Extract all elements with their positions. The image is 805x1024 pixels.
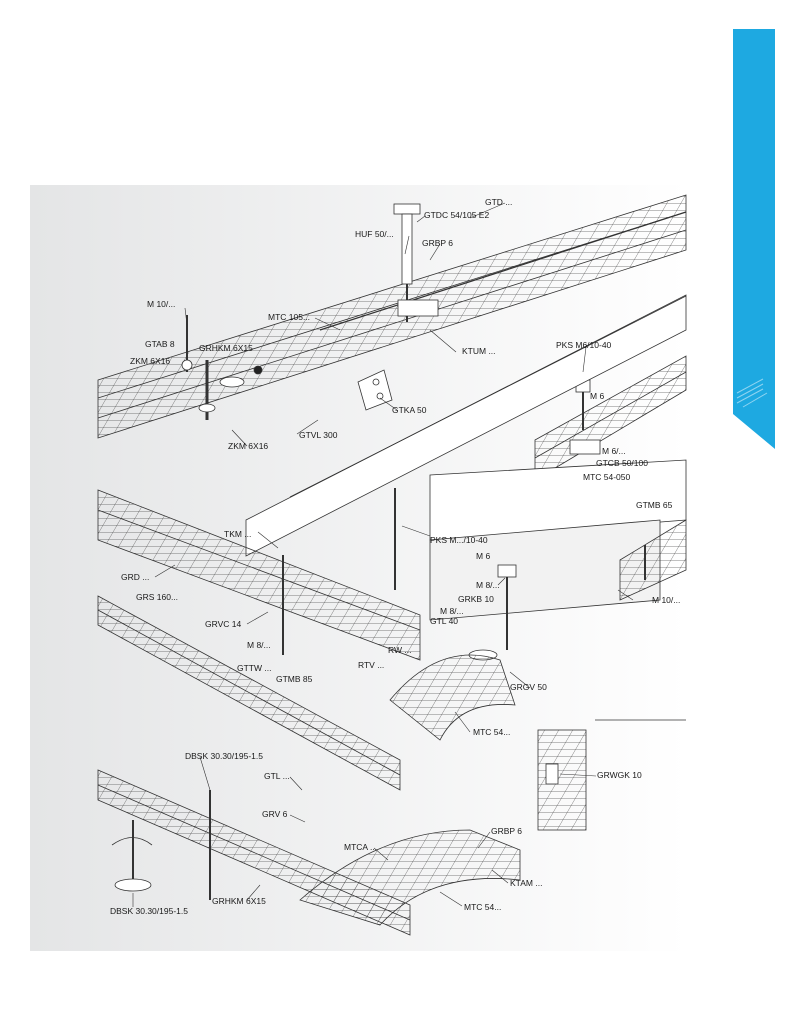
label-tkm: TKM ... xyxy=(224,529,252,539)
label-grhkm-top: GRHKM 6X15 xyxy=(199,343,253,353)
tray-right-short xyxy=(619,519,687,601)
label-m8-b: M 8/... xyxy=(440,606,464,616)
tray-left-lower xyxy=(97,595,401,791)
label-gtvl: GTVL 300 xyxy=(299,430,338,440)
label-pks-mid: PKS M.../10-40 xyxy=(430,535,488,545)
label-m6-dots: M 6/... xyxy=(602,446,626,456)
label-m6-right: M 6 xyxy=(590,391,605,401)
label-grhkm-bottom: GRHKM 6X15 xyxy=(212,896,266,906)
label-grvc: GRVC 14 xyxy=(205,619,242,629)
label-zkm-top: ZKM 6X16 xyxy=(130,356,171,366)
label-grbp-top: GRBP 6 xyxy=(422,238,454,248)
label-grwgk: GRWGK 10 xyxy=(597,770,642,780)
dbsk-posts xyxy=(111,790,211,900)
label-zkm-bottom: ZKM 6X16 xyxy=(228,441,269,451)
leader-lines xyxy=(132,202,634,907)
label-m8-c: M 8/... xyxy=(247,640,271,650)
label-gtmb65: GTMB 65 xyxy=(636,500,673,510)
label-grv6: GRV 6 xyxy=(262,809,288,819)
label-m8-a: M 8/... xyxy=(476,580,500,590)
label-rw: RW ... xyxy=(388,645,412,655)
label-pks-top: PKS M6/10-40 xyxy=(556,340,612,350)
label-mtc105: MTC 105... xyxy=(268,312,311,322)
label-rtv: RTV ... xyxy=(358,660,385,670)
label-gtmb85: GTMB 85 xyxy=(276,674,313,684)
label-huf: HUF 50/... xyxy=(355,229,394,239)
label-gtl: GTL ... xyxy=(264,771,290,781)
label-mtc54-bottom: MTC 54... xyxy=(464,902,502,912)
label-gtd: GTD ... xyxy=(485,197,513,207)
sheet-trays-center xyxy=(245,294,687,621)
label-m10-top: M 10/... xyxy=(147,299,176,309)
tab-emblem xyxy=(736,378,768,408)
ceiling-hanger xyxy=(393,203,439,322)
label-dbsk-top: DBSK 30.30/195-1.5 xyxy=(185,751,263,761)
label-m6-mid: M 6 xyxy=(476,551,491,561)
label-grbp-bottom: GRBP 6 xyxy=(491,826,523,836)
tray-bend-center xyxy=(389,654,516,741)
label-gtdc: GTDC 54/105 E2 xyxy=(424,210,490,220)
label-ktam: KTAM ... xyxy=(510,878,543,888)
side-tab-accent xyxy=(733,29,775,449)
label-grkb: GRKB 10 xyxy=(458,594,494,604)
label-ktum: KTUM ... xyxy=(462,346,496,356)
label-grs: GRS 160... xyxy=(136,592,179,602)
label-mtc54-050: MTC 54-050 xyxy=(583,472,631,482)
label-grd: GRD ... xyxy=(121,572,150,582)
label-grgv: GRGV 50 xyxy=(510,682,547,692)
label-gtl40: GTL 40 xyxy=(430,616,459,626)
tray-top xyxy=(97,194,687,439)
label-dbsk-bottom: DBSK 30.30/195-1.5 xyxy=(110,906,188,916)
tray-bottom-curve xyxy=(299,829,521,926)
tray-left-upper xyxy=(97,489,421,661)
label-mtc54-mid: MTC 54... xyxy=(473,727,511,737)
tray-vertical-right xyxy=(537,719,686,831)
label-m10-right: M 10/... xyxy=(652,595,681,605)
label-gtka: GTKA 50 xyxy=(392,405,427,415)
label-mtca: MTCA ... xyxy=(344,842,378,852)
label-gtcb: GTCB 50/100 xyxy=(596,458,648,468)
label-gtab: GTAB 8 xyxy=(145,339,175,349)
label-gttw: GTTW ... xyxy=(237,663,272,673)
wall-bracket-gtka xyxy=(357,369,393,411)
